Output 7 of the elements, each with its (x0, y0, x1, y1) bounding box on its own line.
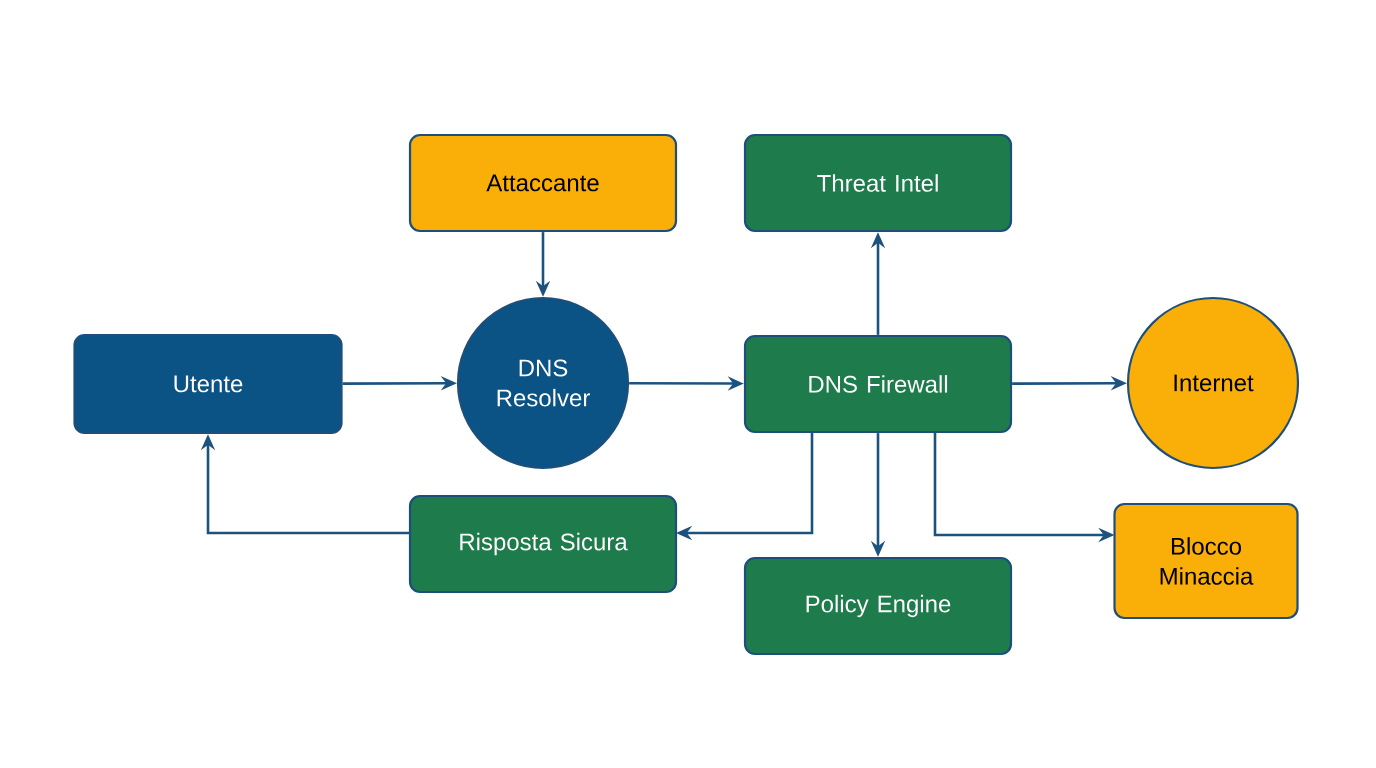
process-box: Attaccante (408, 133, 678, 233)
process-box: Utente (73, 333, 343, 435)
process-box: DNS Firewall (743, 334, 1013, 434)
process-box: Blocco Minaccia (1113, 502, 1299, 620)
process-box: Threat Intel (743, 133, 1013, 233)
process-box: Policy Engine (743, 556, 1013, 656)
process-box: Risposta Sicura (408, 494, 678, 594)
